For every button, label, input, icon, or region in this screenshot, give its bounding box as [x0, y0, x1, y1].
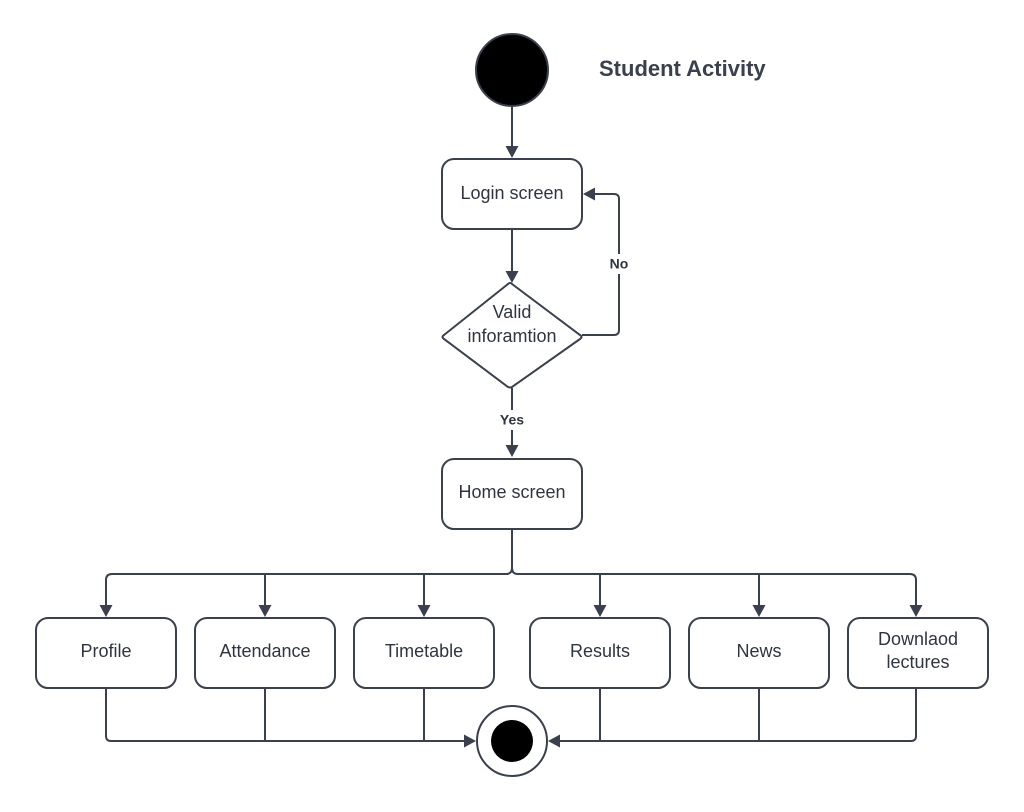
download-lectures-node: Downlaod lectures — [847, 617, 989, 689]
timetable-node: Timetable — [353, 617, 495, 689]
login-screen-node: Login screen — [441, 158, 583, 230]
end-node — [476, 705, 548, 777]
diagram-title: Student Activity — [599, 56, 766, 81]
attendance-label: Attendance — [219, 641, 310, 661]
results-node: Results — [529, 617, 671, 689]
connector-yes-to-home: Yes — [496, 388, 528, 457]
decision-label-line2: inforamtion — [467, 326, 556, 346]
connector-no-loop: No — [582, 187, 632, 336]
results-label: Results — [570, 641, 630, 661]
profile-label: Profile — [80, 641, 131, 661]
connector-login-to-decision — [505, 229, 519, 283]
connector-join-to-end — [105, 688, 917, 748]
start-node — [475, 33, 549, 107]
connector-start-to-login — [505, 106, 519, 158]
timetable-label: Timetable — [385, 641, 463, 661]
attendance-node: Attendance — [194, 617, 336, 689]
valid-information-decision: Valid inforamtion — [441, 282, 583, 389]
news-label: News — [736, 641, 781, 661]
home-screen-label: Home screen — [458, 482, 565, 502]
login-screen-label: Login screen — [460, 183, 563, 203]
yes-edge-label: Yes — [500, 412, 524, 428]
home-screen-node: Home screen — [441, 458, 583, 530]
news-node: News — [688, 617, 830, 689]
decision-label-line1: Valid — [493, 302, 532, 322]
connector-home-fork — [99, 529, 923, 617]
download-lectures-label-line2: lectures — [886, 652, 949, 672]
download-lectures-label-line1: Downlaod — [878, 629, 958, 649]
no-edge-label: No — [610, 256, 629, 272]
profile-node: Profile — [35, 617, 177, 689]
